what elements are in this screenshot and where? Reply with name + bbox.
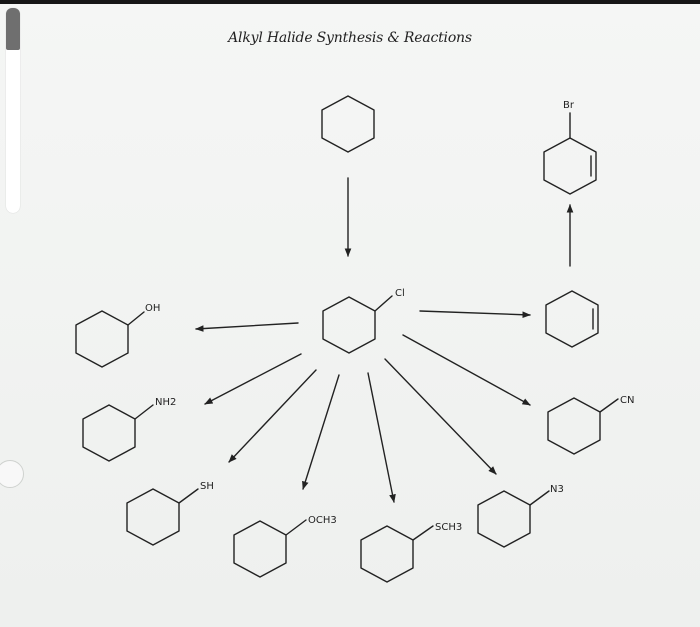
to-thioether-arrow xyxy=(367,372,396,503)
hydroxyl-label: OH xyxy=(145,303,160,314)
nitrile-bond xyxy=(599,398,619,413)
amine-bond xyxy=(134,404,154,420)
bromocyclohexene-ring xyxy=(543,137,597,195)
methylthio-bond xyxy=(412,525,434,541)
chlorocyclohexane-ring xyxy=(322,296,376,354)
cyclohexylamine-ring xyxy=(82,404,136,462)
top-edge-bar xyxy=(0,0,700,4)
scrollbar-track[interactable] xyxy=(6,8,20,213)
page-edge-circle xyxy=(0,460,24,488)
chloro-bond xyxy=(374,295,393,312)
to-azide-arrow xyxy=(384,358,497,475)
to-ether-arrow xyxy=(302,374,340,490)
scrollbar-thumb[interactable] xyxy=(6,8,20,50)
methylthiocyclohexane-ring xyxy=(360,525,414,583)
bromo-label: Br xyxy=(563,100,575,111)
diagram-title: Alkyl Halide Synthesis & Reactions xyxy=(228,30,472,46)
methoxy-label: OCH3 xyxy=(308,515,337,526)
cyclohexene-ring xyxy=(545,290,599,348)
methoxy-bond xyxy=(285,519,307,536)
cyclohexanethiol-ring xyxy=(126,488,180,546)
nitrile-label: CN xyxy=(620,395,634,406)
methoxycyclohexane-ring xyxy=(233,520,287,578)
chloro-label: Cl xyxy=(395,288,405,299)
elimination-arrow xyxy=(419,310,531,319)
azidocyclohexane-ring xyxy=(477,490,531,548)
thiol-label: SH xyxy=(200,481,214,492)
to-nitrile-arrow xyxy=(402,334,531,406)
thiol-bond xyxy=(178,488,199,504)
cyclohexanol-ring xyxy=(75,310,129,368)
to-thiol-arrow xyxy=(228,369,317,463)
amine-label: NH2 xyxy=(155,397,176,408)
hydroxyl-bond xyxy=(127,311,145,326)
azide-label: N3 xyxy=(550,484,564,495)
cyclohexane-ring xyxy=(321,95,375,153)
methylthio-label: SCH3 xyxy=(435,522,462,533)
to-amine-arrow xyxy=(204,353,302,405)
azide-bond xyxy=(529,490,550,506)
cyclohexanecarbonitrile-ring xyxy=(547,397,601,455)
to-alcohol-arrow xyxy=(195,322,299,332)
